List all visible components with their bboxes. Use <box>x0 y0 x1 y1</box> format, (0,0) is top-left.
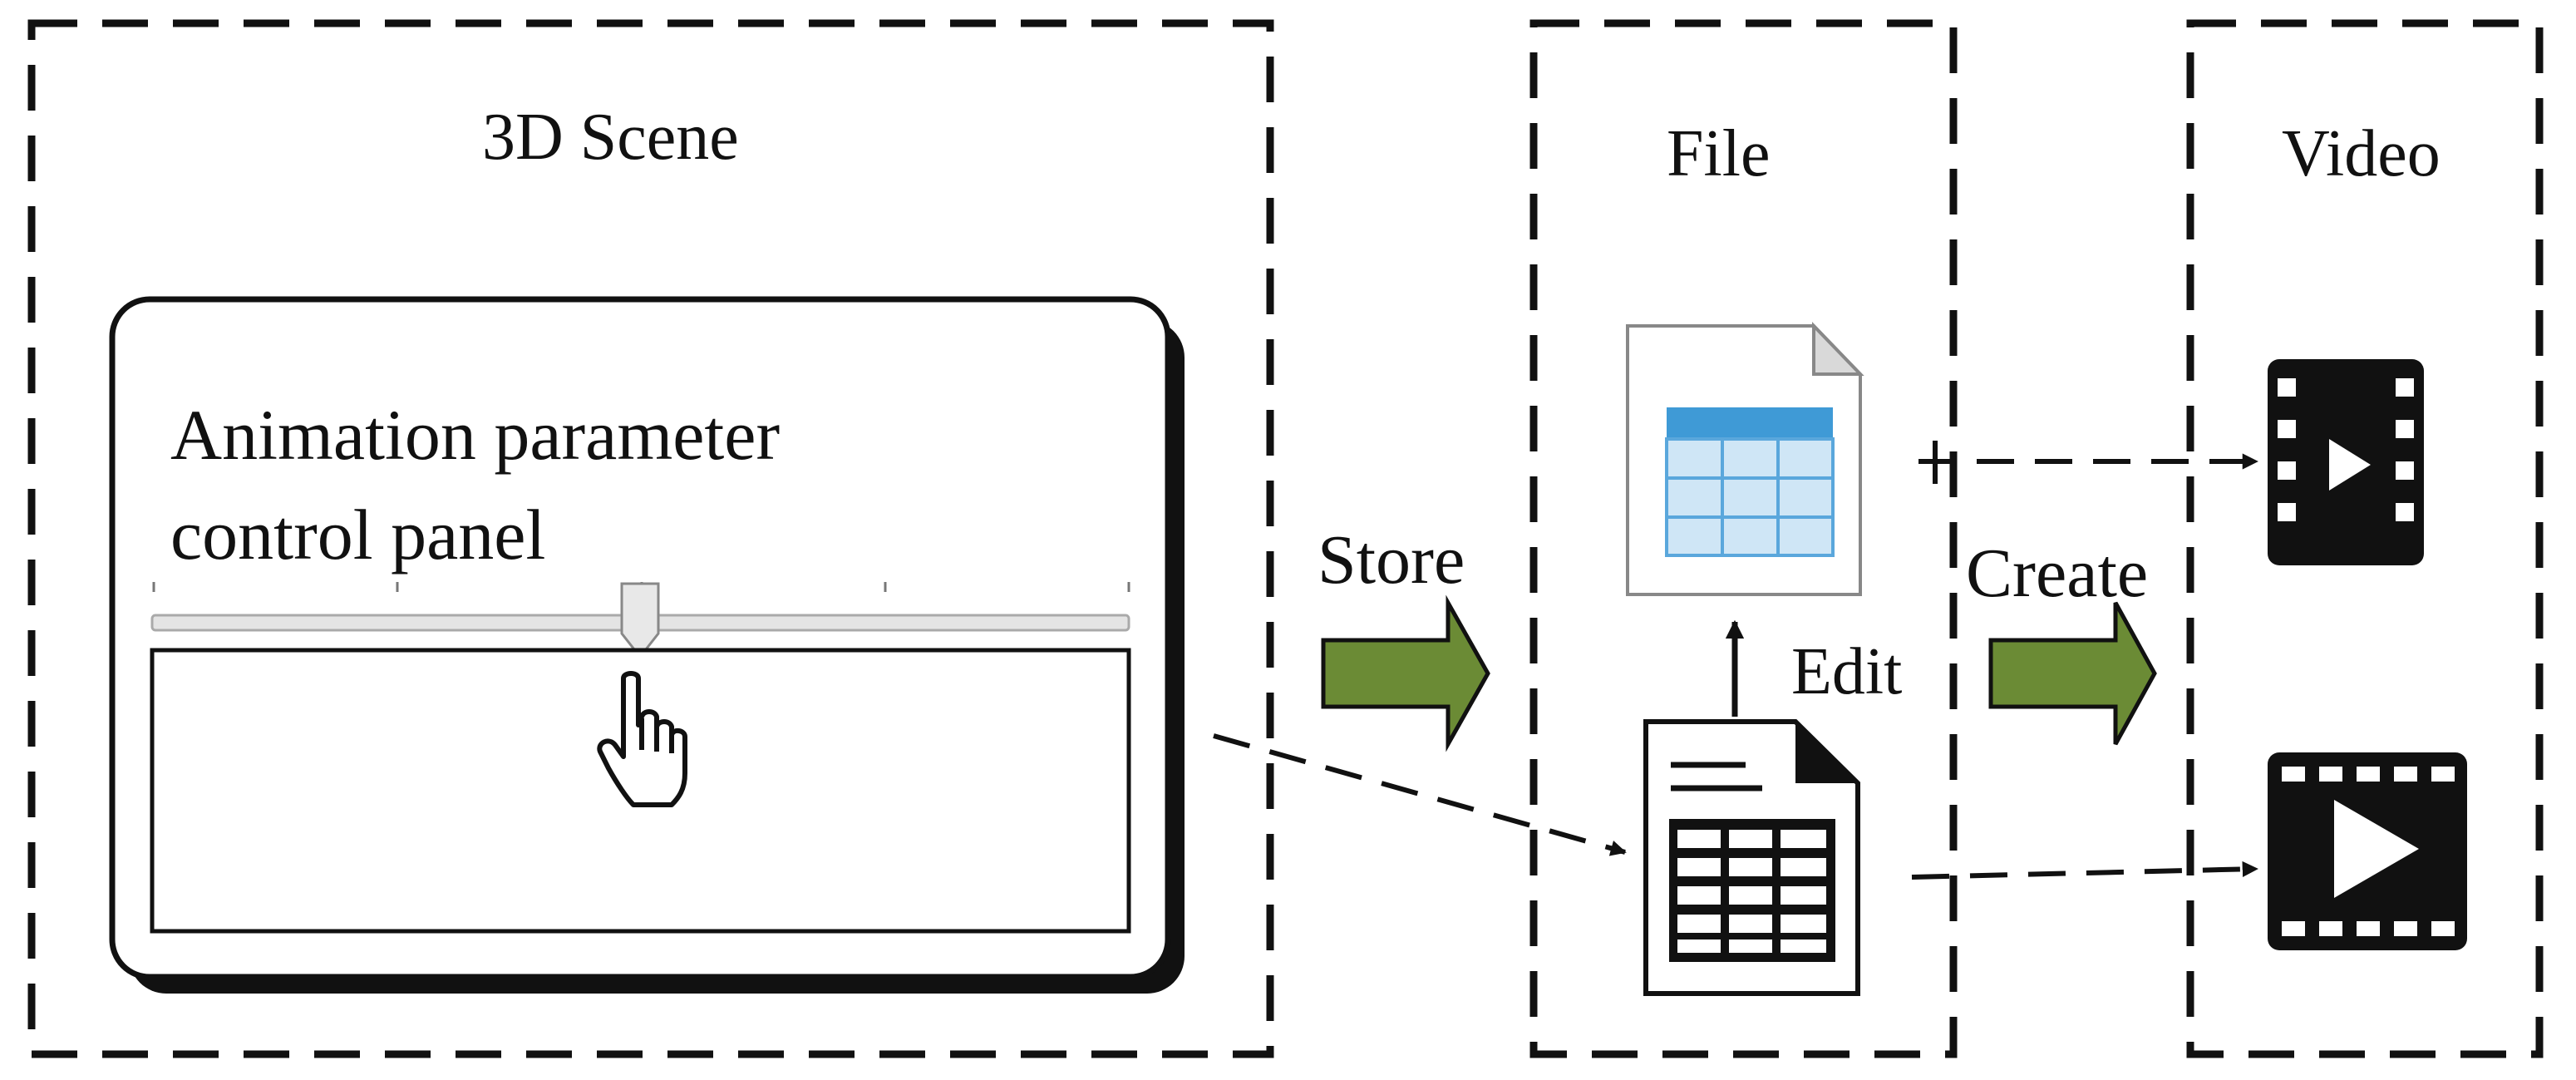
film-strip-play-icon <box>2268 752 2467 950</box>
panel-title-line1: Animation parameter <box>170 395 781 475</box>
store-arrow <box>1321 594 1490 752</box>
store-label: Store <box>1318 521 1465 599</box>
table-document-icon <box>1643 719 1860 996</box>
video-title: Video <box>2282 117 2441 190</box>
video-group-frame <box>2186 19 2544 1058</box>
slider-thumb[interactable] <box>620 582 660 659</box>
control-panel <box>109 296 1185 994</box>
hand-pointer-icon <box>597 671 687 807</box>
panel-title-line2: control panel <box>170 495 546 575</box>
panel-to-document-link <box>1213 733 1627 856</box>
edit-label: Edit <box>1791 635 1903 708</box>
create-arrow <box>1988 601 2157 746</box>
spreadsheet-document-icon <box>1626 322 1864 596</box>
file-group-frame <box>1529 19 1958 1058</box>
film-strip-icon <box>2268 359 2424 565</box>
create-label: Create <box>1966 535 2149 612</box>
file-to-video-link-bottom <box>1911 861 2258 880</box>
file-title: File <box>1667 117 1771 190</box>
scene-title: 3D Scene <box>482 101 739 174</box>
